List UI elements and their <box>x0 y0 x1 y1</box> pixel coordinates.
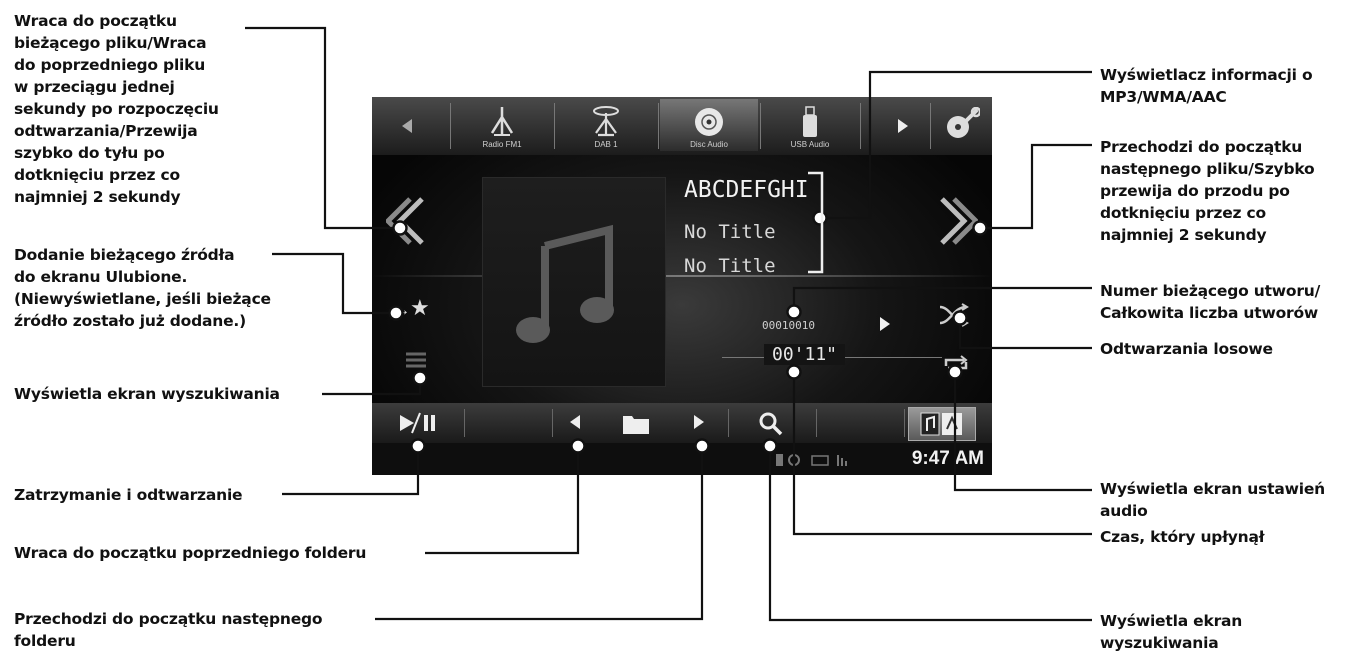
play-pause-icon <box>400 412 435 434</box>
divider <box>930 103 931 149</box>
search-icon <box>759 412 783 436</box>
repeat-icon <box>944 355 968 370</box>
annotation-elapsed-time: Czas, który upłynął <box>1100 528 1265 546</box>
divider <box>658 103 659 149</box>
source-label: Radio FM1 <box>482 140 522 149</box>
divider <box>816 409 817 437</box>
annotation-search-left: Wyświetla ekran wyszukiwania <box>14 385 280 403</box>
track-title: No Title <box>684 221 776 243</box>
chevron-right-icon <box>898 119 908 133</box>
source-left-arrow[interactable] <box>402 119 412 133</box>
list-icon <box>406 352 426 368</box>
arrow-right-icon: → <box>394 302 410 319</box>
annotation-search-right: Wyświetla ekran wyszukiwania <box>1100 612 1243 652</box>
folder-button[interactable] <box>622 413 650 440</box>
play-pause-button[interactable] <box>398 411 442 440</box>
annotation-audio-settings: Wyświetla ekran ustawień audio <box>1100 480 1326 520</box>
control-bar <box>372 403 992 443</box>
annotation-track-number: Numer bieżącego utworu/ Całkowita liczba… <box>1100 282 1321 322</box>
source-radio-fm1[interactable]: Radio FM1 <box>452 99 552 151</box>
next-folder-button[interactable] <box>694 415 704 429</box>
source-disc-audio[interactable]: Disc Audio <box>660 99 758 151</box>
triangle-left-icon <box>570 415 580 429</box>
usb-icon <box>803 106 817 137</box>
annotation-prev-file: Wraca do początku bieżącego pliku/Wraca … <box>14 12 219 206</box>
source-label: DAB 1 <box>594 140 618 149</box>
favorite-button[interactable]: →★ <box>394 295 430 321</box>
shuffle-icon <box>939 303 969 327</box>
clock: 9:47 AM <box>911 448 984 469</box>
source-dab1[interactable]: DAB 1 <box>556 99 656 151</box>
folder-icon <box>623 416 649 434</box>
audio-setup-icon <box>920 412 962 436</box>
play-state-icon <box>880 317 890 331</box>
source-label: Disc Audio <box>690 140 728 149</box>
triangle-right-icon <box>694 415 704 429</box>
music-note-icon <box>516 224 614 343</box>
star-icon: ★ <box>410 295 430 320</box>
annotation-favorite: Dodanie bieżącego źródła do ekranu Ulubi… <box>14 246 271 330</box>
source-bar: Radio FM1 DAB 1 Disc Audio US <box>372 97 992 155</box>
next-file-button[interactable] <box>938 197 980 250</box>
shuffle-button[interactable] <box>938 303 970 332</box>
source-label: USB Audio <box>790 140 830 149</box>
list-search-button[interactable] <box>404 351 428 378</box>
divider <box>860 103 861 149</box>
annotation-prev-folder: Wraca do początku poprzedniego folderu <box>14 544 367 562</box>
divider <box>450 103 451 149</box>
divider <box>554 103 555 149</box>
disc-icon <box>695 108 723 136</box>
divider <box>904 409 905 437</box>
divider <box>464 409 465 437</box>
search-button[interactable] <box>758 411 784 442</box>
repeat-button[interactable] <box>942 352 970 381</box>
album-art <box>482 177 666 387</box>
callout-next-file <box>980 143 1092 230</box>
status-bar: 9:47 AM <box>372 443 992 475</box>
dab-antenna-icon <box>593 106 619 137</box>
previous-folder-button[interactable] <box>570 415 580 429</box>
divider <box>760 103 761 149</box>
previous-file-button[interactable] <box>384 197 426 250</box>
antenna-icon <box>490 107 514 136</box>
source-usb-audio[interactable]: USB Audio <box>762 99 858 151</box>
annotation-play-pause: Zatrzymanie i odtwarzanie <box>14 486 243 504</box>
annotation-shuffle: Odtwarzania losowe <box>1100 340 1273 358</box>
double-chevron-right-icon <box>940 197 980 245</box>
status-icons <box>776 454 847 466</box>
artist-name: ABCDEFGHI <box>684 177 809 203</box>
elapsed-time: 00'11" <box>764 344 846 365</box>
annotation-info-display: Wyświetlacz informacji o MP3/WMA/AAC <box>1100 66 1313 106</box>
double-chevron-left-icon <box>384 197 424 245</box>
annotation-next-folder: Przechodzi do początku następnego folder… <box>14 610 323 650</box>
audio-settings-button[interactable] <box>908 407 976 441</box>
disc-wrench-icon <box>947 106 982 138</box>
head-unit-screen: Radio FM1 DAB 1 Disc Audio US <box>372 97 992 475</box>
album-title: No Title <box>684 255 776 277</box>
setup-button[interactable] <box>944 106 982 148</box>
light-streak <box>372 275 992 277</box>
track-counter: 00010010 <box>762 319 815 332</box>
source-right-arrow[interactable] <box>898 119 908 133</box>
divider <box>552 409 553 437</box>
chevron-left-icon <box>402 119 412 133</box>
divider <box>728 409 729 437</box>
annotation-next-file: Przechodzi do początku następnego pliku/… <box>1100 138 1315 244</box>
